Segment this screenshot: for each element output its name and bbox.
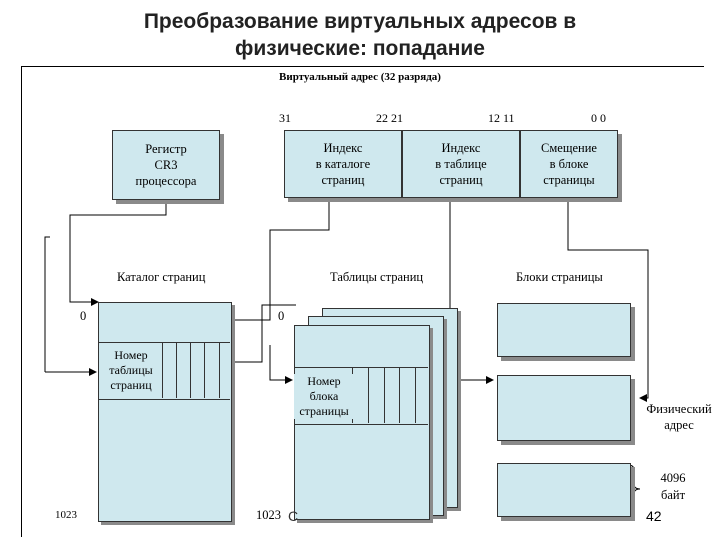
physical-address-label: Физический адрес — [646, 402, 712, 432]
catalog-label: Каталог страниц — [117, 270, 206, 284]
page-frame-1 — [497, 303, 631, 357]
bit-12-11: 12 11 — [488, 111, 515, 125]
page-directory — [98, 302, 232, 522]
directory-last-index: 1023 — [55, 509, 77, 521]
page-frame-physical — [497, 375, 631, 441]
tables-zero: 0 — [278, 309, 285, 323]
tables-label: Таблицы страниц — [330, 270, 424, 284]
register-cr3-box: Регистр CR3 процессора — [112, 130, 220, 200]
table-index-box: Индекс в таблице страниц — [402, 130, 520, 198]
frame-number-label: Номер блока страницы — [294, 374, 354, 419]
page-frame-3 — [497, 463, 631, 517]
table-entry-bits — [352, 367, 416, 423]
bit-0-0: 0 0 — [591, 111, 606, 125]
directory-index-box: Индекс в каталоге страниц — [284, 130, 402, 198]
page-title: Преобразование виртуальных адресов в физ… — [60, 8, 660, 62]
page-number: 42 — [646, 508, 662, 524]
title-line-2: физические: попадание — [235, 37, 485, 60]
bit-31: 31 — [279, 111, 291, 125]
catalog-zero: 0 — [80, 309, 87, 323]
diagram-frame — [21, 66, 704, 537]
directory-entry-bits — [162, 342, 220, 398]
bit-22-21: 22 21 — [376, 111, 403, 125]
page-table-number-label: Номер таблицы страниц — [100, 348, 162, 393]
table-last-index: 1023 — [256, 508, 281, 522]
frames-label: Блоки страницы — [516, 270, 603, 284]
offset-box: Смещение в блоке страницы — [520, 130, 618, 198]
title-line-1: Преобразование виртуальных адресов в — [143, 10, 577, 33]
cut-text: С — [288, 508, 299, 524]
virtual-address-label: Виртуальный адрес (32 разряда) — [279, 71, 441, 83]
size-label: 4096 байт — [660, 471, 686, 502]
